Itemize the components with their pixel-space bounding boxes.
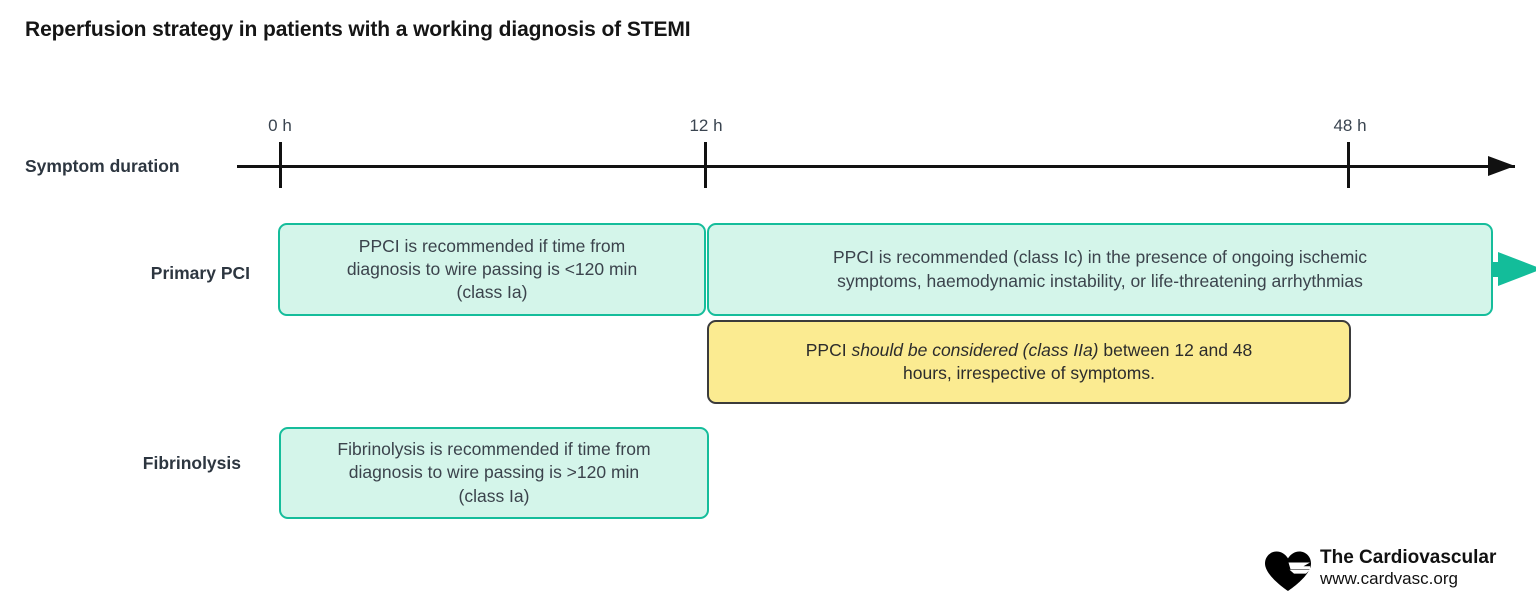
timeline-axis-line: [237, 165, 1515, 168]
brand-logo-text: The Cardiovascular www.cardvasc.org: [1320, 547, 1496, 589]
box-fibrinolysis-text: Fibrinolysis is recommended if time from…: [325, 438, 662, 508]
box-ppci-considered-post: between 12 and 48: [1098, 339, 1253, 360]
axis-tick-label-0h: 0 h: [268, 116, 292, 135]
timeline-arrow-icon: [1488, 156, 1515, 176]
box-ppci-early: PPCI is recommended if time from diagnos…: [278, 223, 706, 316]
row-label-primary-pci: Primary PCI: [150, 263, 250, 283]
brand-url: www.cardvasc.org: [1320, 569, 1458, 589]
box-ppci-early-text: PPCI is recommended if time from diagnos…: [335, 235, 649, 305]
box-ppci-considered-text: PPCI should be considered (class IIa) be…: [794, 339, 1265, 386]
page-title: Reperfusion strategy in patients with a …: [25, 18, 691, 41]
axis-tick-48h: [1347, 142, 1350, 188]
box-ppci-early-line2: diagnosis to wire passing is <120 min: [346, 258, 638, 279]
box-ppci-ongoing-line1: PPCI is recommended (class Ic) in the pr…: [833, 247, 1367, 268]
axis-tick-12h: [704, 142, 707, 188]
box-fibrinolysis: Fibrinolysis is recommended if time from…: [279, 427, 709, 519]
box-fibrinolysis-line1: Fibrinolysis is recommended if time from: [337, 439, 651, 460]
box-ppci-considered-pre: PPCI: [805, 339, 852, 360]
box-fibrinolysis-line2: diagnosis to wire passing is >120 min: [348, 462, 640, 483]
row-label-fibrinolysis: Fibrinolysis: [142, 453, 241, 473]
box-ppci-considered: PPCI should be considered (class IIa) be…: [707, 320, 1351, 404]
box-ppci-considered-italic: should be considered (class IIa): [851, 339, 1099, 360]
box-ppci-ongoing-arrow-icon: [1498, 252, 1536, 286]
box-ppci-ongoing-text: PPCI is recommended (class Ic) in the pr…: [821, 246, 1379, 293]
box-ppci-considered-line2: hours, irrespective of symptoms.: [903, 363, 1155, 383]
axis-tick-label-48h: 48 h: [1333, 116, 1367, 135]
box-fibrinolysis-line3: (class Ia): [458, 485, 530, 506]
brand-logo: The Cardiovascular www.cardvasc.org: [1263, 547, 1525, 595]
box-ppci-early-line3: (class Ia): [456, 282, 528, 303]
axis-tick-label-12h: 12 h: [689, 116, 723, 135]
brand-name: The Cardiovascular: [1320, 547, 1497, 568]
box-ppci-ongoing-line2: symptoms, haemodynamic instability, or l…: [837, 270, 1363, 291]
axis-label-symptom-duration: Symptom duration: [25, 156, 180, 176]
heart-ecg-icon: [1263, 550, 1313, 592]
box-ppci-ongoing: PPCI is recommended (class Ic) in the pr…: [707, 223, 1493, 316]
axis-tick-0h: [279, 142, 282, 188]
box-ppci-early-line1: PPCI is recommended if time from: [358, 235, 626, 256]
